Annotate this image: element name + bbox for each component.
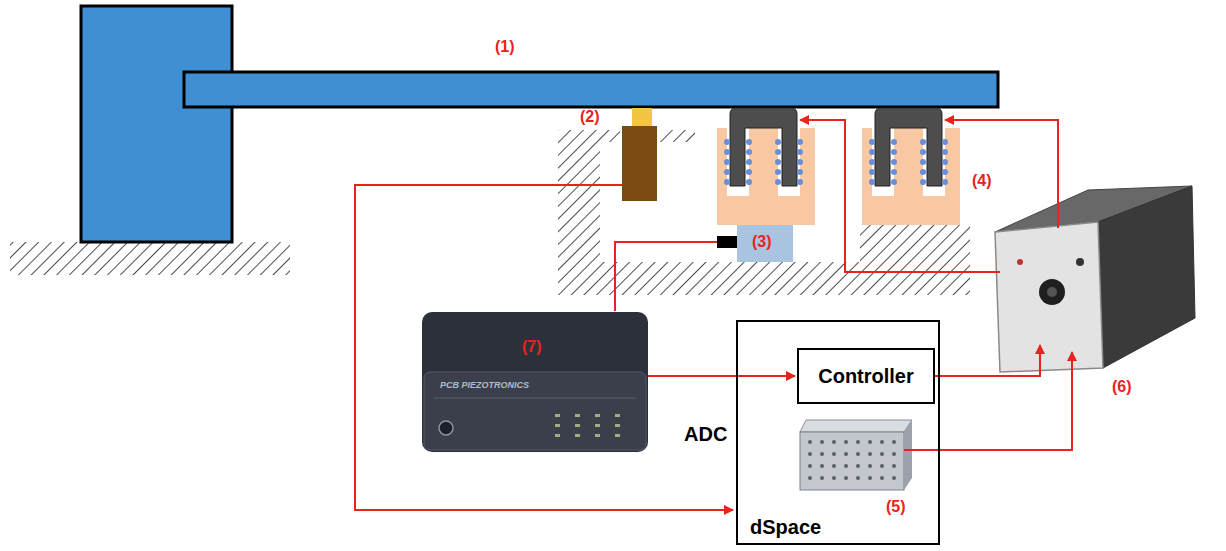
callout-number: (6) <box>1112 378 1132 396</box>
power-button <box>439 421 453 435</box>
box-title: Controller <box>818 365 914 388</box>
hardware-side <box>904 420 912 490</box>
cantilever-beam <box>184 72 998 107</box>
sensor-tip <box>632 108 652 126</box>
dspace-frame: dSpace Controller <box>736 320 940 545</box>
amplifier-led <box>1017 259 1023 265</box>
hardware-connectors <box>808 440 896 480</box>
clamp-block <box>81 6 232 242</box>
signal-wires <box>355 120 1072 510</box>
signal-name: ADC <box>684 423 727 446</box>
amplifier-connector <box>1076 258 1084 266</box>
support-base <box>600 262 970 295</box>
moving-coil <box>730 108 797 186</box>
amplifier-side <box>1098 186 1195 368</box>
callout-number: (3) <box>752 233 772 251</box>
hardware-top <box>800 420 912 432</box>
status-leds <box>555 414 620 437</box>
dspace-hardware <box>800 420 912 490</box>
conditioner-front <box>424 372 646 450</box>
signal-conditioner <box>422 312 648 452</box>
voice-coil-actuator <box>717 108 815 262</box>
support-ledge <box>600 130 620 142</box>
signal-wire <box>615 242 717 311</box>
voice-coil-actuator <box>862 108 960 225</box>
signal-wire <box>945 120 1058 228</box>
controller-box: Controller <box>797 348 935 404</box>
coil-windings <box>724 139 803 185</box>
signal-wire <box>355 185 733 510</box>
hardware-front <box>800 432 904 490</box>
moving-coil <box>875 108 942 186</box>
power-amplifier <box>995 186 1195 372</box>
signal-wire <box>935 345 1040 376</box>
panel-line <box>434 398 636 399</box>
signal-wire <box>800 120 1000 272</box>
callout-number: (5) <box>886 498 906 516</box>
coil-windings <box>869 139 948 185</box>
callout-number: (7) <box>522 338 542 356</box>
signal-wire <box>648 375 795 377</box>
support-block <box>860 225 970 262</box>
callout-number: (4) <box>972 172 992 190</box>
amplifier-knob <box>1039 279 1065 305</box>
amplifier-knob-cap <box>1047 287 1057 297</box>
callout-number: (2) <box>580 108 600 126</box>
callout-number: (1) <box>495 38 515 56</box>
ground-hatch <box>10 242 290 275</box>
conditioner-case <box>422 312 648 452</box>
frame-title: dSpace <box>750 516 821 539</box>
brand-logo: PCB PIEZOTRONICS <box>440 380 529 390</box>
actuator-base <box>737 225 793 262</box>
support-wall <box>558 130 600 295</box>
amplifier-front <box>995 222 1103 372</box>
support-ledge <box>660 130 695 142</box>
sensor-body <box>622 126 657 201</box>
force-sensor <box>717 236 737 248</box>
